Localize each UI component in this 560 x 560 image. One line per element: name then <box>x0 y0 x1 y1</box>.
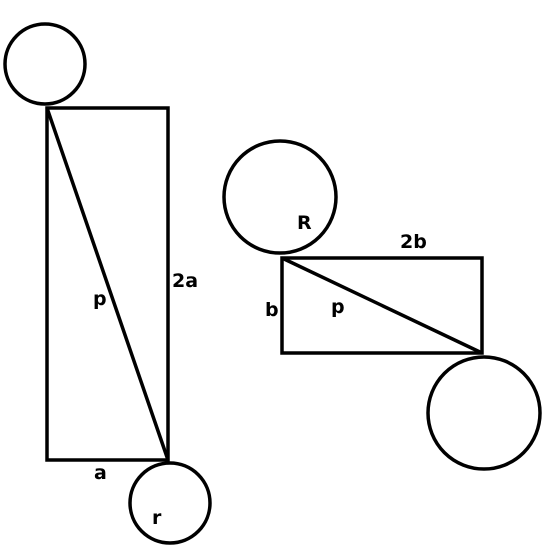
left-diagonal <box>45 107 170 461</box>
left-rectangle <box>45 106 170 462</box>
left-figure: p 2a a r <box>3 22 212 545</box>
right-bottom-circle <box>426 355 542 471</box>
right-width-label: 2b <box>400 231 427 253</box>
left-bottom-circle <box>128 461 212 545</box>
right-diagonal <box>281 256 483 355</box>
right-height-label: b <box>265 299 279 321</box>
right-circle-label: R <box>297 212 312 234</box>
left-width-label: a <box>94 462 107 484</box>
right-figure: R 2b b p <box>222 139 542 471</box>
left-diagonal-label: p <box>93 288 107 310</box>
left-height-label: 2a <box>172 270 198 292</box>
right-top-circle <box>222 139 338 255</box>
right-rectangle <box>280 256 484 355</box>
right-diagonal-label: p <box>331 296 345 318</box>
left-top-circle <box>3 22 87 106</box>
left-circle-label: r <box>152 507 162 529</box>
